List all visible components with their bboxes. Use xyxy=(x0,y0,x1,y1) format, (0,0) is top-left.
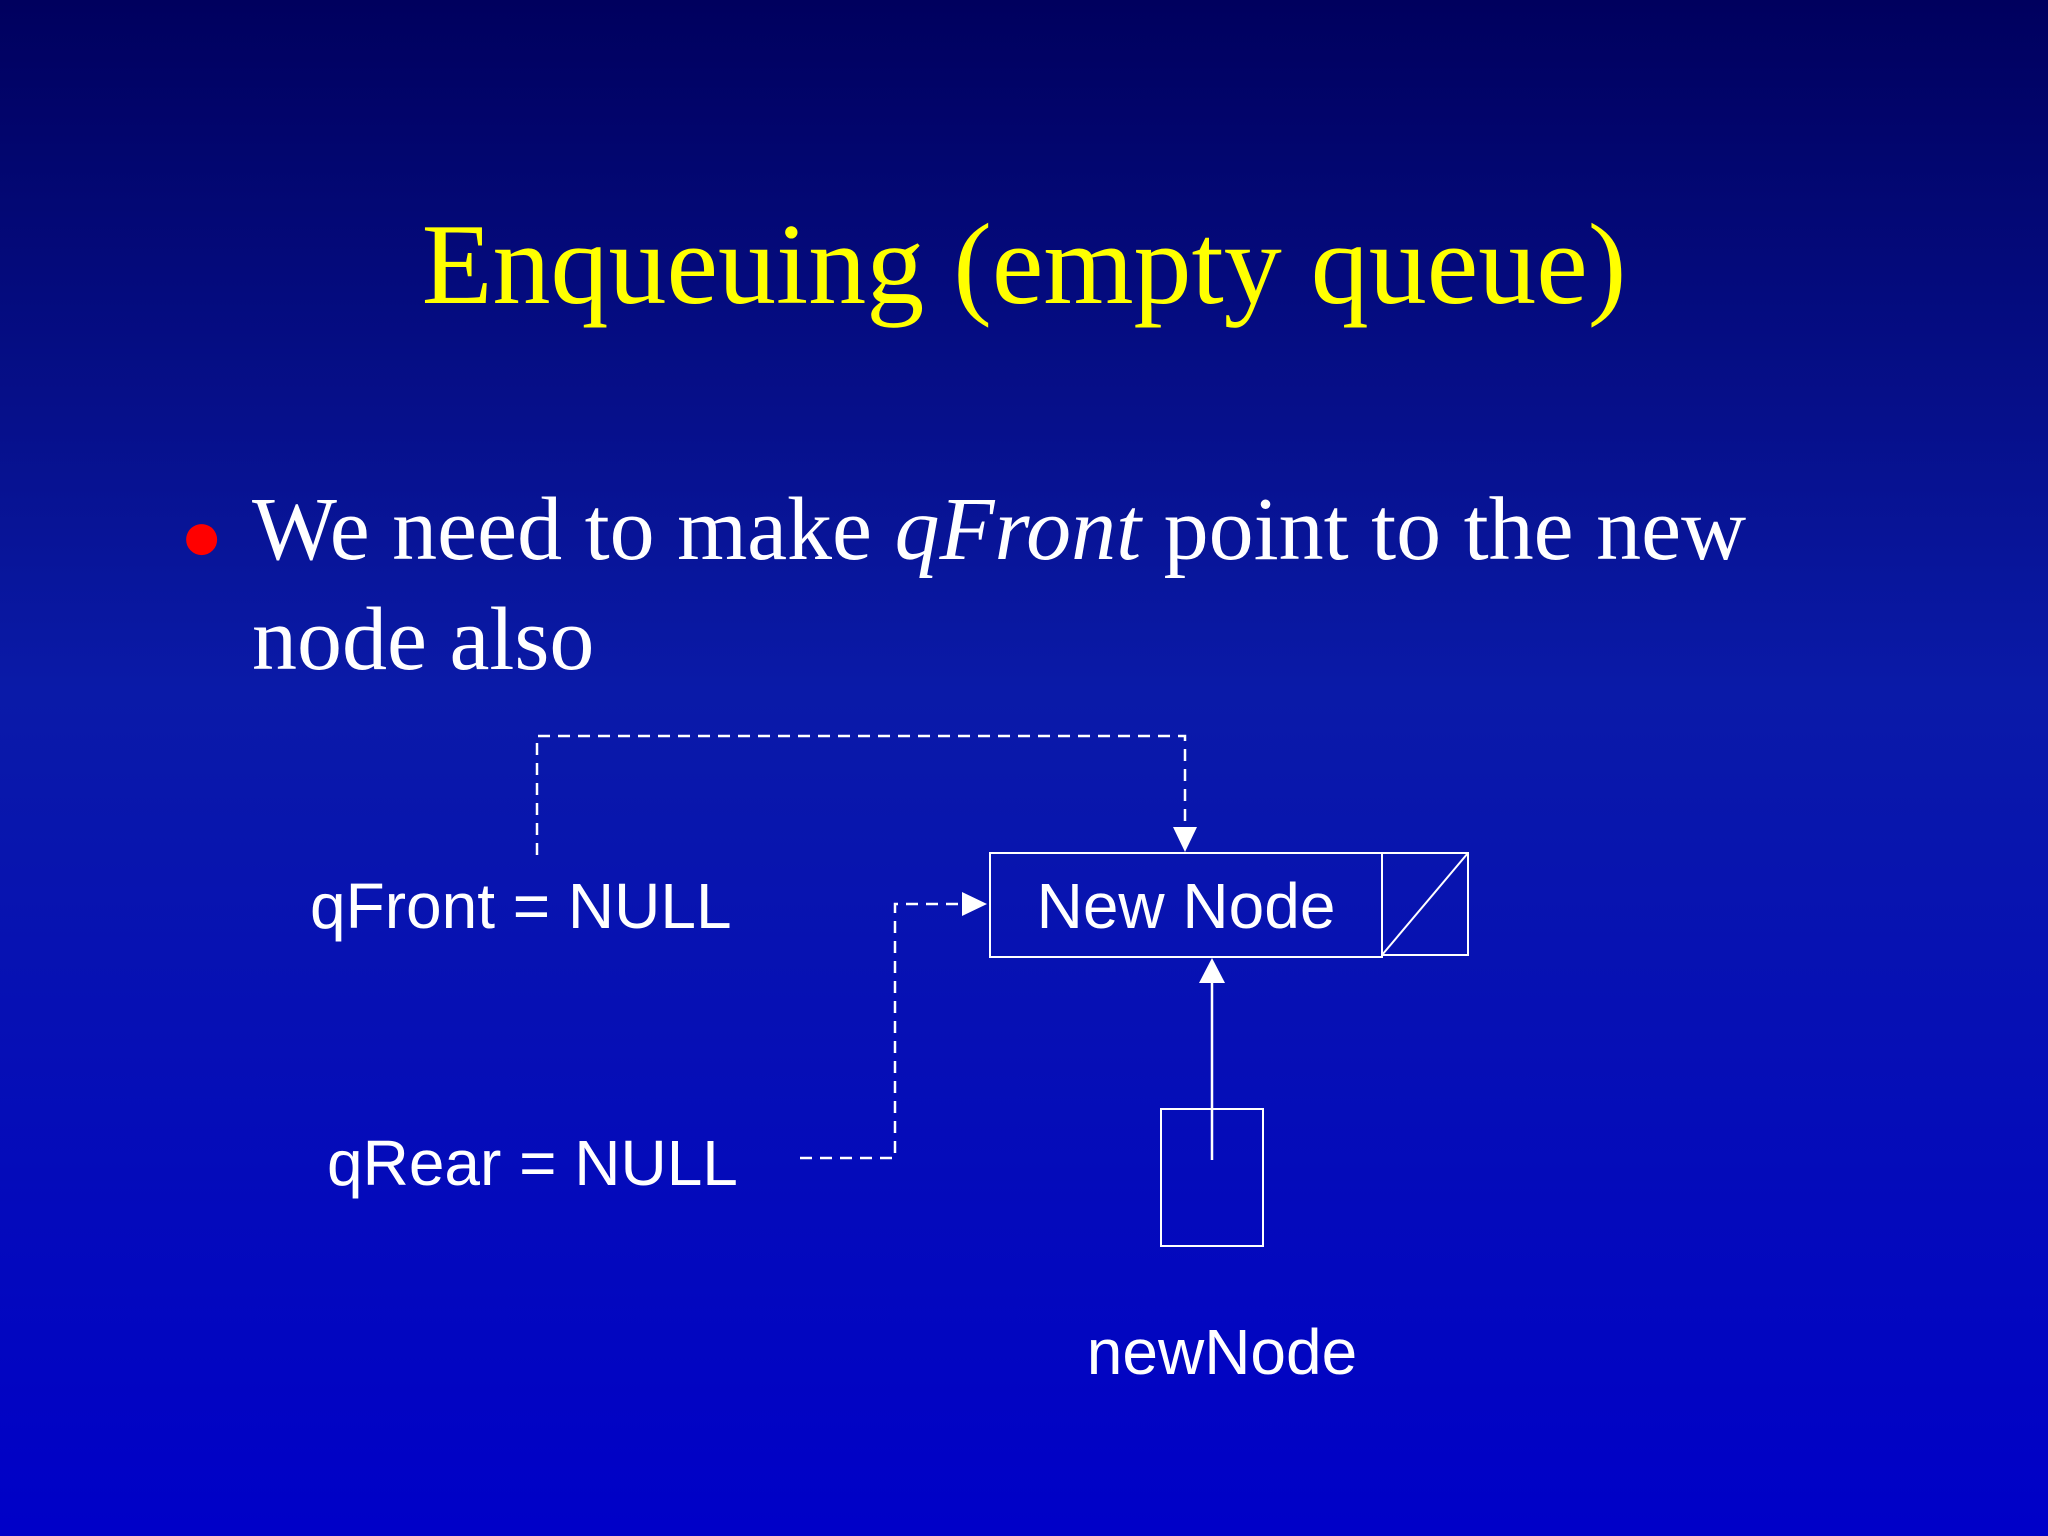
bullet-text-emphasis: qFront xyxy=(894,480,1142,579)
new-node-next-cell xyxy=(1381,852,1469,956)
bullet-text-before: We need to make xyxy=(252,480,895,579)
slide-title: Enqueuing (empty queue) xyxy=(421,201,1627,329)
new-node-label: New Node xyxy=(1037,870,1336,942)
newnode-pointer-arrowhead xyxy=(1199,958,1225,983)
newnode-pointer-label: newNode xyxy=(1087,1316,1357,1388)
qrear-arrowhead xyxy=(962,892,987,916)
bullet-text-after: point to the new node also xyxy=(252,480,1747,689)
qfront-arrowhead xyxy=(1173,827,1197,852)
bullet-dot-icon: ● xyxy=(180,496,224,576)
qfront-label: qFront = NULL xyxy=(310,870,732,942)
qfront-dashed-arrow xyxy=(535,734,1187,855)
bullet-text: We need to make qFront point to the new … xyxy=(252,475,1872,695)
null-pointer-slash-icon xyxy=(1381,852,1469,956)
qrear-dashed-arrow xyxy=(800,902,965,1160)
qrear-label: qRear = NULL xyxy=(327,1127,738,1199)
